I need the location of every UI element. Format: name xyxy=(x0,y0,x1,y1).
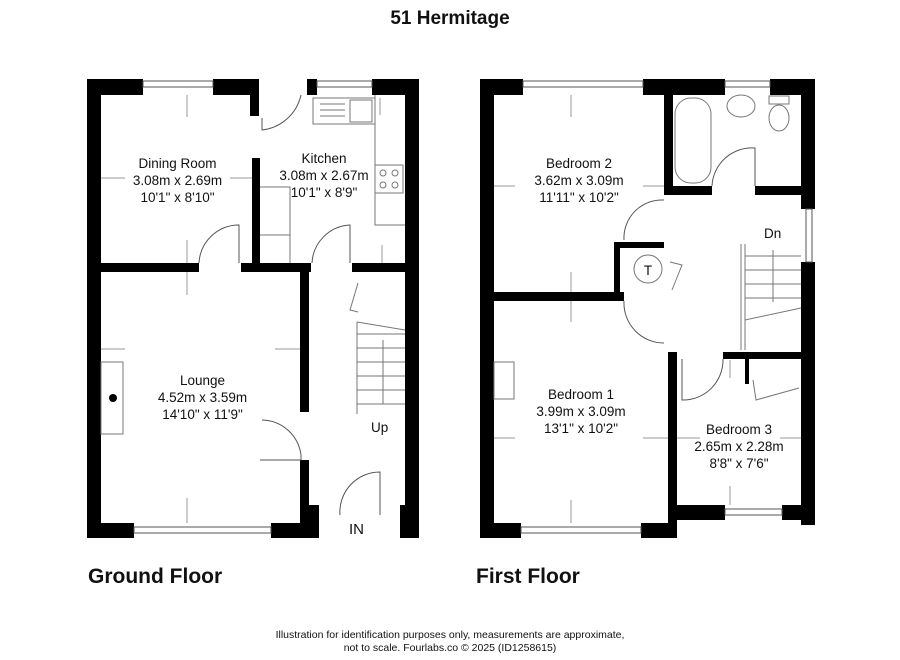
room-name: Bedroom 2 xyxy=(545,156,613,171)
room-bedroom-1: Bedroom 1 3.99m x 3.09m 13'1" x 10'2" xyxy=(494,386,668,437)
disclaimer: Illustration for identification purposes… xyxy=(0,629,900,655)
ground-floor-label: Ground Floor xyxy=(88,565,223,588)
room-metric: 3.99m x 3.09m xyxy=(536,404,626,419)
room-metric: 4.52m x 3.59m xyxy=(157,390,248,405)
room-name: Bedroom 3 xyxy=(705,422,773,437)
entrance-label: IN xyxy=(349,521,364,538)
plan-title: 51 Hermitage xyxy=(390,8,510,29)
room-metric: 3.08m x 2.69m xyxy=(132,173,223,188)
room-imperial: 13'1" x 10'2" xyxy=(543,421,619,436)
disclaimer-line-2: not to scale. Fourlabs.co © 2025 (ID1258… xyxy=(343,642,557,654)
room-name: Kitchen xyxy=(301,151,347,166)
room-name: Lounge xyxy=(179,373,226,388)
room-name: Bedroom 1 xyxy=(547,387,615,402)
room-metric: 3.62m x 3.09m xyxy=(534,173,624,188)
room-imperial: 8'8" x 7'6" xyxy=(709,456,769,471)
room-lounge: Lounge 4.52m x 3.59m 14'10" x 11'9" xyxy=(120,372,285,423)
disclaimer-line-1: Illustration for identification purposes… xyxy=(275,629,625,641)
room-bedroom-2: Bedroom 2 3.62m x 3.09m 11'11" x 10'2" xyxy=(494,155,664,206)
stairs-up-label: Up xyxy=(371,420,389,435)
room-name: Dining Room xyxy=(138,156,217,171)
room-imperial: 11'11" x 10'2" xyxy=(539,190,619,205)
first-floor-plan: T xyxy=(480,79,815,538)
room-metric: 3.08m x 2.67m xyxy=(279,168,369,183)
room-kitchen: Kitchen 3.08m x 2.67m 10'1" x 8'9" xyxy=(260,150,388,201)
room-imperial: 10'1" x 8'9" xyxy=(290,185,358,200)
room-dining-room: Dining Room 3.08m x 2.69m 10'1" x 8'10" xyxy=(100,155,255,206)
room-bedroom-3: Bedroom 3 2.65m x 2.28m 8'8" x 7'6" xyxy=(677,421,801,472)
tank-label: T xyxy=(644,263,652,278)
ground-floor-plan xyxy=(87,79,419,538)
stairs-down-label: Dn xyxy=(764,226,782,241)
first-floor-label: First Floor xyxy=(476,565,580,588)
room-imperial: 10'1" x 8'10" xyxy=(140,190,215,205)
room-metric: 2.65m x 2.28m xyxy=(694,439,784,454)
room-imperial: 14'10" x 11'9" xyxy=(162,407,243,422)
